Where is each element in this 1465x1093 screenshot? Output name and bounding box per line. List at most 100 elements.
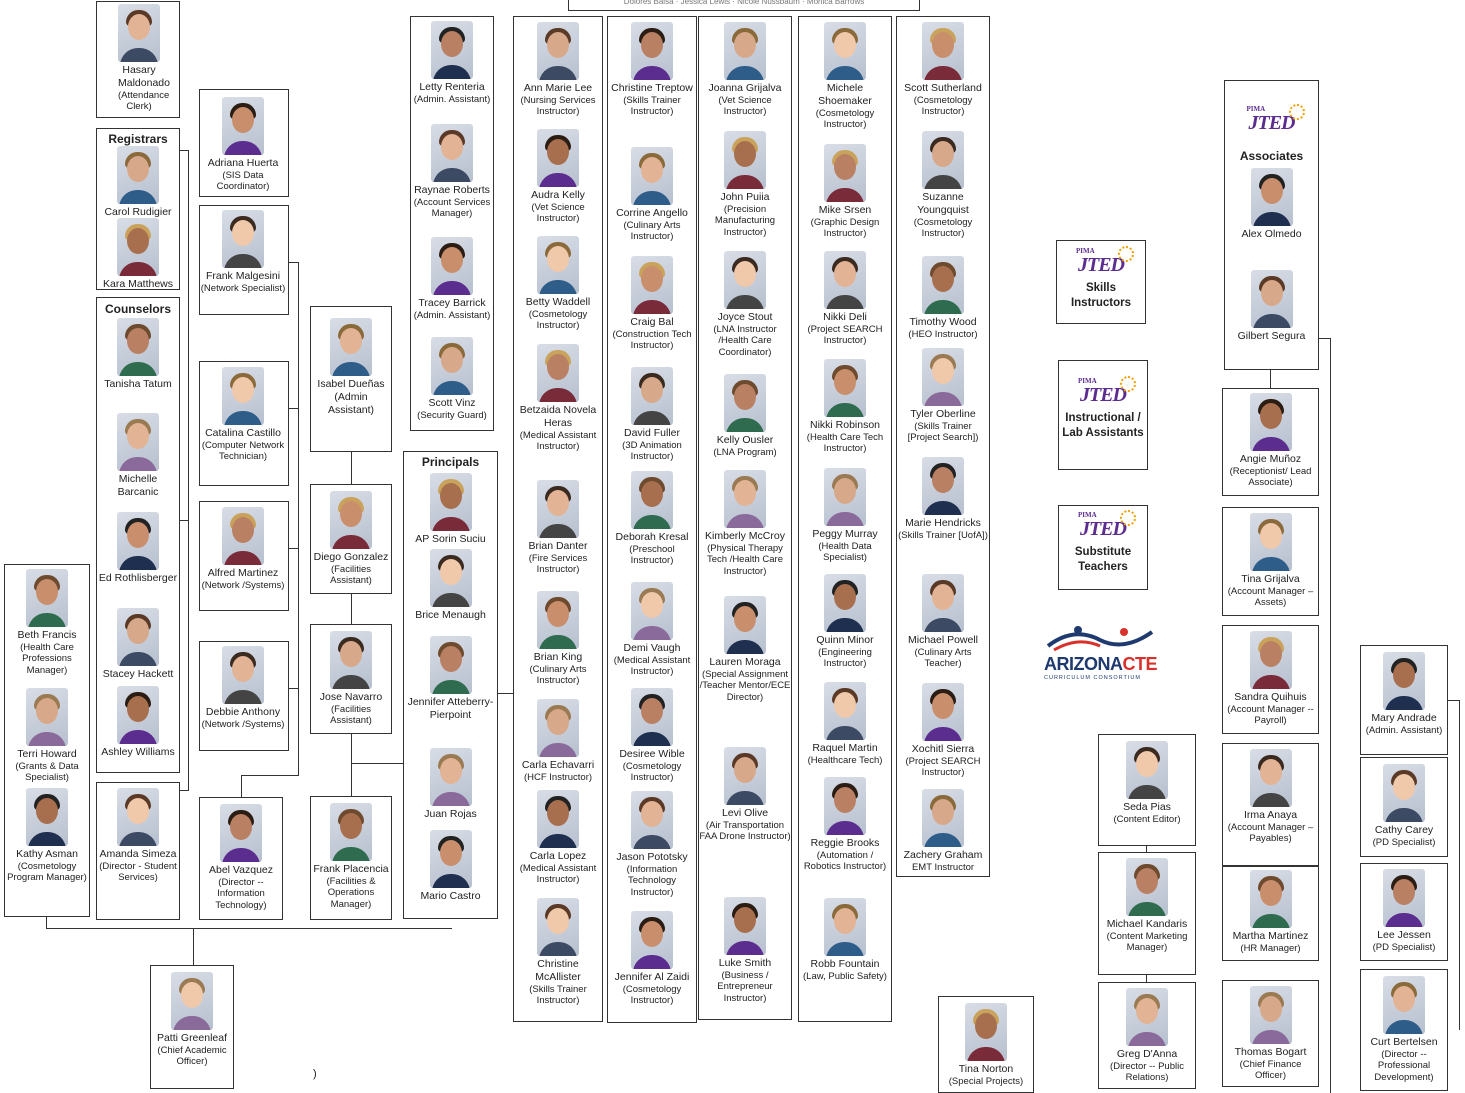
person-name: Peggy Murray	[812, 528, 878, 540]
person-name: Robb Fountain	[810, 958, 880, 970]
person-photo	[117, 318, 159, 376]
person-photo	[724, 897, 766, 955]
person-title: (Automation / Robotics Instructor)	[803, 849, 887, 873]
person-name: Diego Gonzalez	[313, 551, 389, 563]
person-name: John Puiia	[720, 191, 770, 203]
person-photo	[824, 777, 866, 835]
person-title: (Facilities Assistant)	[330, 703, 372, 727]
person-card-joanna: Joanna Grijalva(Vet Science Instructor)	[699, 22, 791, 118]
person-photo	[222, 210, 264, 268]
person-name: Michele Shoemaker	[818, 82, 872, 107]
person-card-mary: Mary Andrade(Admin. Assistant)	[1361, 652, 1447, 736]
connector-line	[351, 594, 352, 624]
person-title: (Graphic Design Instructor)	[810, 216, 880, 240]
person-name: Tracey Barrick	[418, 297, 486, 309]
person-title: (LNA Instructor /Health Care Coordinator…	[713, 323, 777, 358]
person-photo	[1249, 631, 1292, 689]
person-name: Tanisha Tatum	[104, 378, 172, 390]
person-title: (Director -- Public Relations)	[1110, 1060, 1184, 1084]
person-name: Jennifer Al Zaidi	[614, 971, 690, 983]
person-name: Frank Malgesini	[205, 270, 281, 282]
person-name: Scott Sutherland	[904, 82, 982, 94]
connector-line	[498, 693, 513, 694]
person-photo	[220, 804, 262, 862]
person-title: (Facilities & Operations Manager)	[326, 875, 376, 910]
person-card-cathy: Cathy Carey(PD Specialist)	[1361, 764, 1447, 848]
person-name: Thomas Bogart	[1234, 1046, 1307, 1058]
person-card-reggie: Reggie Brooks(Automation / Robotics Inst…	[799, 777, 891, 873]
person-card-sandra: Sandra Quihuis(Account Manager --Payroll…	[1223, 631, 1318, 727]
person-card-angie: Angie Muñoz(Receptionist/ Lead Associate…	[1223, 393, 1318, 489]
person-title: (Cosmetology Instructor)	[913, 94, 973, 118]
person-card-corrine: Corrine Angello(Culinary Arts Instructor…	[608, 147, 696, 243]
connector-line	[1459, 700, 1460, 1030]
person-card-thomas: Thomas Bogart(Chief Finance Officer)	[1223, 986, 1318, 1082]
person-title: (Cosmetology Instructor)	[815, 107, 875, 131]
person-title: (Chief Academic Officer)	[157, 1044, 227, 1068]
person-card-hasary: Hasary Maldonado(Attendance Clerk)	[118, 4, 170, 113]
person-card-michael-k: Michael Kandaris(Content Marketing Manag…	[1099, 858, 1195, 954]
person-photo	[824, 898, 866, 956]
person-name: Corrine Angello	[616, 207, 688, 219]
person-photo	[1383, 652, 1425, 710]
person-photo	[537, 129, 579, 187]
person-name: Christine McAllister	[535, 958, 581, 983]
person-name: Juan Rojas	[424, 808, 477, 820]
person-photo	[429, 748, 472, 806]
person-photo	[431, 21, 473, 79]
person-photo	[631, 911, 673, 969]
person-card-levi: Levi Olive(Air Transportation FAA Drone …	[699, 747, 791, 843]
person-title: (Skills Trainer Instructor)	[623, 94, 681, 118]
person-card-adriana: Adriana Huerta(SIS Data Coordinator)	[200, 97, 286, 193]
person-name: Suzanne Youngquist	[917, 191, 969, 216]
connector-line	[1146, 846, 1147, 852]
person-name: Nikki Robinson	[809, 419, 881, 431]
person-name: Lee Jessen	[1377, 929, 1431, 941]
person-card-frank-p: Frank Placencia(Facilities & Operations …	[311, 803, 391, 911]
person-photo	[222, 367, 264, 425]
person-card-tina-n: Tina Norton(Special Projects)	[939, 1003, 1033, 1087]
person-card-carol: Carol Rudigier	[97, 146, 179, 219]
person-title: (Air Transportation FAA Drone Instructor…	[699, 819, 791, 843]
box-skills-logo	[1056, 240, 1146, 324]
person-photo	[965, 1003, 1007, 1061]
person-photo	[1126, 988, 1168, 1046]
person-name: Irma Anaya	[1243, 809, 1298, 821]
principals-header: Principals	[421, 455, 480, 469]
person-photo	[1126, 858, 1168, 916]
person-card-kathy: Kathy Asman(Cosmetology Program Manager)	[5, 788, 89, 884]
person-photo	[1383, 764, 1425, 822]
person-title: (Skills Trainer [Project Search])	[907, 420, 979, 444]
connector-line	[1448, 700, 1460, 701]
connector-line	[1319, 338, 1331, 339]
person-card-terri: Terri Howard(Grants & Data Specialist)	[5, 688, 89, 784]
person-photo	[1250, 270, 1293, 328]
person-name: Luke Smith	[718, 957, 772, 969]
person-name: Stacey Hackett	[102, 668, 174, 680]
connector-line	[241, 775, 299, 776]
person-card-stacey: Stacey Hackett	[97, 608, 179, 681]
person-name: Greg D'Anna	[1116, 1048, 1178, 1060]
person-name: Brian Danter	[528, 540, 588, 552]
connector-line	[1270, 370, 1271, 388]
person-photo	[922, 256, 964, 314]
person-title: (Physical Therapy Tech /Health Care Inst…	[706, 542, 784, 577]
person-title: (Admin. Assistant)	[413, 309, 491, 321]
person-photo	[537, 699, 579, 757]
person-photo	[117, 146, 159, 204]
substitute-teachers-label: Substitute Teachers	[1074, 546, 1132, 573]
person-name: Ashley Williams	[101, 746, 175, 758]
person-photo	[724, 374, 766, 432]
person-photo	[1249, 393, 1292, 451]
person-title: (3D Animation Instructor)	[622, 439, 682, 463]
person-card-suzanne: Suzanne Youngquist(Cosmetology Instructo…	[897, 131, 989, 240]
person-name: Brice Menaugh	[415, 609, 486, 621]
person-name: Kara Matthews	[102, 278, 174, 290]
person-card-tyler: Tyler Oberline(Skills Trainer [Project S…	[897, 348, 989, 444]
person-name: Gilbert Segura	[1237, 330, 1306, 342]
person-photo	[1383, 976, 1425, 1034]
person-card-deborah: Deborah Kresal(Preschool Instructor)	[608, 471, 696, 567]
person-card-isabel: Isabel Dueñas (Admin Assistant)	[311, 318, 391, 416]
connector-line	[289, 548, 299, 549]
